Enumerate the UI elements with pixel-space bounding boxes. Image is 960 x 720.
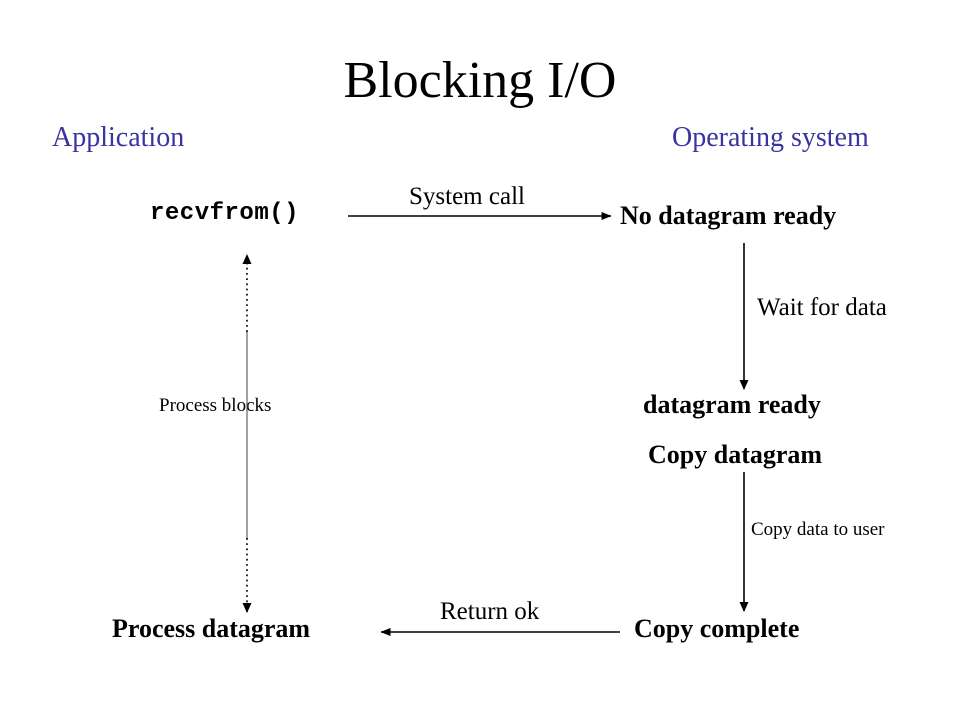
node-process-datagram: Process datagram [112,614,311,643]
edge-label-process-blocks: Process blocks [159,395,272,416]
lane-header-application: Application [52,122,185,153]
edge-label-system-call: System call [409,183,525,210]
node-copy-datagram: Copy datagram [648,440,823,469]
node-datagram-ready: datagram ready [643,390,821,419]
node-recvfrom: recvfrom() [150,200,300,227]
node-no-datagram-ready: No datagram ready [620,201,837,230]
edge-label-return-ok: Return ok [440,598,540,625]
node-copy-complete: Copy complete [634,614,800,643]
edge-label-copy-data-to-user: Copy data to user [751,519,885,540]
page-title: Blocking I/O [343,52,617,109]
lane-header-operating-system: Operating system [672,122,869,153]
edge-label-wait-for-data: Wait for data [757,294,887,321]
